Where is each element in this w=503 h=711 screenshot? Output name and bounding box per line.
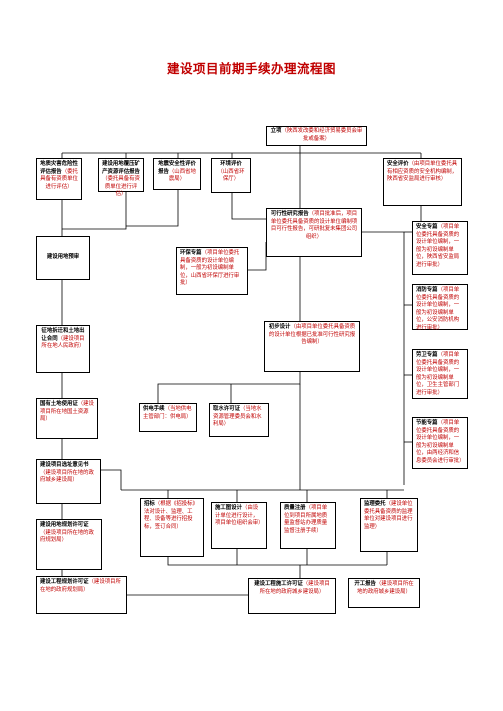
box-chushe: 初步设计（由项目单位委托具备资质的设计单位根据已批准可行性研究报告编制） [264,321,360,372]
box-yadi: 建设用地覆压矿产资源评估报告（委托具备有资质单位进行评估） [98,158,144,197]
box-xiaofang-body: （项目单位委托具备资质的设计单位编制，一般为初设编制单位，公安消防机构进行审批） [416,287,460,331]
connector-huanping-kexing [231,193,266,220]
box-huanping-body: （山西省环保厅） [217,168,245,183]
box-lixiang-head: 立项 [270,128,282,134]
box-xiaofang-head: 消防专篇 [416,287,438,293]
box-zhaobiao-head: 招标 [144,501,155,507]
box-kaigong-body: （建设项目所在地的政府城乡建设局） [357,581,414,595]
box-anquanzx-head: 安全专篇 [416,224,438,230]
box-qushui-body: （当地水资源管理委员会和水利局） [213,406,262,428]
box-gongdian-body: （当地供电主管部门：供电局） [143,406,192,420]
box-guihuaxuke-body: （建设项目所在地的政府规划局） [40,529,94,544]
box-xuanzhi: 建设项目选址意见书（建设项目所在地的政府城乡建设局） [36,459,101,504]
box-anquanzx: 安全专篇（项目单位委托具备资质的设计单位编制，一般为初设编制单位，陕西省安监局进… [412,221,468,275]
box-gongdian: 供电手续（当地供电主管部门：供电局） [139,403,197,432]
box-zhiliang-head: 质量注册 [284,505,306,511]
box-jianli: 监理委托（建设单位委托具备资质的监理单位对建设项目进行监理） [360,498,418,552]
box-dizhi: 地质灾害危险性评估报告（委托具备有资质单位进行评估） [36,158,82,200]
box-anquanzx-body: （项目单位委托具备资质的设计单位编制，一般为初设编制单位，陕西省安监局进行审批） [416,224,460,268]
box-shigongxuke-body: （建设项目所在地的政府城乡建设局） [259,581,330,595]
box-yadi-head: 建设用地覆压矿产资源评估报告 [102,161,140,175]
box-huanping-head: 环境评价 [220,161,242,167]
box-zhengdi-head: 征地拆迁和土地出让合同 [41,328,85,342]
box-laowei-head: 劳卫专篇 [416,352,438,358]
box-kexing-head: 可行性研究报告 [270,211,309,217]
box-kexing-body: （项目批准后，项目单位委托具备资质的设计单位编制项目可行性报告，可研批复未集团公… [270,211,358,240]
box-zhaobiao: 招标（根据《招投标》法对设计、监理、工程、设备等进行招投标，签订合同） [140,498,204,557]
box-laowei: 劳卫专篇（项目单位委托具备资质的设计单位编制，一般为初设编制单位，卫生主管部门进… [412,349,468,399]
box-shitu-body: （由设计单位进行设计，项目单位组织会审） [215,505,264,527]
box-gongdian-head: 供电手续 [143,406,165,412]
box-zhengdi: 征地拆迁和土地出让合同（建设项目所在地人民政府） [36,325,90,373]
box-xuanzhi-head: 建设项目选址意见书 [40,462,89,468]
box-huanbao-head: 环保专篇 [180,250,202,256]
box-dizhi-head: 地质灾害危险性评估报告 [40,161,78,175]
box-guihuaxuke: 建设用地规划许可证（建设项目所在地的政府规划局） [36,519,102,570]
box-guotu: 国有土地使用证（建设项目所在地国土资源局） [36,398,98,439]
box-shigongxuke: 建设工程施工许可证（建设项目所在地的政府城乡建设局） [248,578,336,614]
connector-kexing-huanbao [248,242,267,271]
box-shitu: 施工图设计（由设计单位进行设计，项目单位组织会审） [211,502,267,549]
box-xiaofang: 消防专篇（项目单位委托具备资质的设计单位编制，一般为初设编制单位，公安消防机构进… [412,284,468,331]
box-huanbao: 环保专篇（项目单位委托具备资质的设计单位编制，一般为初设编制单位，山西省环保厅进… [176,247,248,295]
box-gongchengxuke-body: （建设项目所在地的政府规划局） [40,579,121,593]
box-dizhen-head: 地震安全性评价报告 [158,161,196,175]
box-jianli-head: 监理委托 [364,501,386,507]
box-zhengdi-body: （建设项目所在地人民政府） [41,335,85,350]
box-yushen-head: 建设用地预审 [46,254,80,261]
box-gongchengxuke: 建设工程规划许可证（建设项目所在地的政府规划局） [36,576,127,614]
box-zhiliang: 质量注册（项目单位到项目所属地质量监督站办理质量监督注册手续） [280,502,336,549]
box-qushui-head: 取水许可证 [213,406,240,412]
box-jianli-body: （建设单位委托具备资质的监理单位对建设项目进行监理） [364,501,413,530]
connector-xuanzhi-trunk [101,469,122,490]
box-guotu-body: （建设项目所在地国土资源局） [40,401,94,423]
box-qushui: 取水许可证（当地水资源管理委员会和水利局） [209,403,269,437]
connector-chushe-mid [157,372,301,403]
box-chushe-body: （由项目单位委托具备资质的设计单位根据已批准可行性研究报告编制） [268,324,356,346]
box-jieneng-body: （项目单位委托具备资质的设计单位编制，一般为初设编制单位，由两经济和信息委员会进… [416,420,465,464]
box-zhiliang-body: （项目单位到项目所属地质量监督站办理质量监督注册手续） [284,505,328,534]
box-dizhen-body: （山西省地震局） [168,168,196,183]
box-anquan-body: （由项目单位委托具有相应资质的安全机构编制，陕西省安监局进行审核） [387,161,458,183]
box-guotu-head: 国有土地使用证 [40,401,78,407]
box-jieneng: 节能专篇（项目单位委托具备资质的设计单位编制，一般为初设编制单位，由两经济和信息… [412,417,468,469]
box-chushe-head: 初步设计 [268,324,291,330]
box-anquan-head: 安全评价 [387,161,409,167]
box-laowei-body: （项目单位委托具备资质的设计单位编制，一般为初设编制单位，卫生主管部门进行审批） [416,352,460,396]
box-guihuaxuke-head: 建设用地规划许可证 [40,522,89,528]
box-xuanzhi-body: （建设项目所在地的政府城乡建设局） [40,469,94,484]
connector-bottom-collect [167,557,387,566]
connector-dizhen-left [126,190,179,227]
box-kaigong-head: 开工报告 [354,581,376,587]
box-shigongxuke-head: 建设工程施工许可证 [254,581,303,587]
page-title: 建设项目前期手续办理流程图 [166,61,336,76]
box-kaigong: 开工报告（建设项目所在地的政府城乡建设局） [348,578,420,608]
box-jieneng-head: 节能专篇 [416,420,438,426]
box-zhaobiao-body: （根据《招投标》法对设计、监理、工程、设备等进行招投标，签订合同） [144,501,198,530]
box-dizhi-body: （委托具备有资质单位进行评估） [40,168,78,190]
box-huanbao-body: （项目单位委托具备资质的设计单位编制，一般为初设编制单位，山西省环保厅进行审批） [180,250,240,287]
box-lixiang-body: （陕西发改委和经济贸易委员会审批或备案） [281,128,363,142]
box-shitu-head: 施工图设计 [215,505,242,511]
box-lixiang: 立项（陕西发改委和经济贸易委员会审批或备案） [266,126,367,146]
box-dizhen: 地震安全性评价报告（山西省地震局） [153,158,201,190]
connector-yadi-left [62,192,127,230]
box-yushen: 建设用地预审 [36,236,90,280]
box-yadi-body: （委托具备有资质单位进行评估） [102,176,140,198]
box-anquan: 安全评价（由项目单位委托具有相应资质的安全机构编制，陕西省安监局进行审核） [383,158,462,206]
box-kexing: 可行性研究报告（项目批准后，项目单位委托具备资质的设计单位编制项目可行性报告，可… [266,208,362,257]
box-huanping: 环境评价（山西省环保厅） [211,158,251,193]
box-gongchengxuke-head: 建设工程规划许可证 [40,579,89,585]
